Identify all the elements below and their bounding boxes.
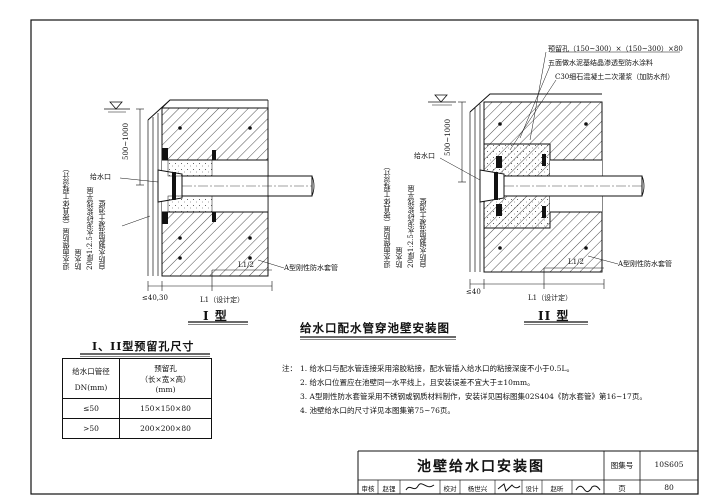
design-label: 设计: [525, 485, 539, 493]
review-label: 审核: [361, 485, 375, 493]
left-dim-l1-half: L1/2: [238, 261, 254, 269]
size-table-title-underline: [80, 353, 210, 357]
atlas-number: 10S605: [654, 460, 684, 469]
type-1-underline: [188, 321, 248, 325]
right-dim-vertical: 500~1000: [444, 118, 452, 156]
note-1: 1. 给水口与配水管连接采用溶胶粘接，配水管插入给水口的粘接深度不小于0.5L。: [300, 364, 574, 373]
water-level-icon: [104, 101, 130, 113]
size-table: 给水口管径 DN(mm) 预留孔 （长×宽×高） (mm) ≤50 150×15…: [62, 358, 212, 439]
review-name: 赵锂: [382, 485, 396, 493]
type-2-underline: [524, 321, 588, 325]
right-dim-gap: ≤40: [466, 288, 481, 296]
main-title-underline: [300, 336, 456, 340]
note-2: 2. 给水口位置应在池壁同一水平线上，且安装误差不宜大于±10mm。: [300, 378, 535, 387]
check-label: 校对: [443, 485, 457, 493]
left-inlet-label: 给水口: [90, 173, 111, 181]
right-layer-4: 自防水钢筋混凝土池壁: [419, 198, 427, 268]
right-layer-1: 迎水面做防层（按具体工程设计）: [383, 163, 391, 268]
right-inlet-label: 给水口: [414, 152, 435, 160]
notes-list: 1. 给水口与配水管连接采用溶胶粘接，配水管插入给水口的粘接深度不小于0.5L。…: [300, 362, 647, 418]
design-name: 赵昕: [550, 485, 564, 493]
type-1-caption: I 型: [203, 309, 228, 323]
left-sleeve-label: A型刚性防水套管: [284, 264, 339, 272]
right-callout-1: 预留孔（150~300）×（150~300）×80: [548, 45, 683, 53]
right-layer-2: 防水层: [395, 247, 403, 268]
size-table-header-hole: 预留孔 （长×宽×高） (mm): [119, 358, 212, 399]
table-row: >50 200×200×80: [62, 418, 212, 439]
right-callout-3: C30细石混凝土二次灌浆（加防水剂）: [555, 73, 675, 81]
right-callout-2: 五面做水泥基结晶渗透型防水涂料: [548, 59, 653, 67]
left-dim-gap: ≤40,30: [142, 294, 168, 302]
check-name: 杨世兴: [467, 485, 488, 493]
left-dim-l1: L1（设计定）: [200, 296, 245, 304]
notes-prefix: 注：: [282, 364, 297, 373]
right-layer-3: 20厚1:2.5水泥砂浆找平层: [407, 185, 415, 268]
size-table-title: I、II型预留孔尺寸: [92, 340, 195, 353]
right-sleeve-label: A型刚性防水套管: [618, 260, 673, 268]
right-dim-l1-half: L1/2: [568, 258, 584, 266]
note-3: 3. A型刚性防水套管采用不锈钢或钢质材料制作，安装详见国标图集02S404《防…: [300, 392, 647, 401]
page-label: 页: [618, 484, 626, 493]
water-level-icon-2: [428, 94, 456, 106]
size-table-header-dn: 给水口管径 DN(mm): [62, 358, 120, 399]
atlas-label: 图集号: [610, 461, 634, 470]
type-2-caption: II 型: [538, 309, 570, 323]
page-number: 80: [664, 483, 674, 492]
table-row: ≤50 150×150×80: [62, 398, 212, 419]
title-block-title: 池壁给水口安装图: [417, 459, 545, 475]
main-title: 给水口配水管穿池壁安装图: [300, 321, 450, 335]
note-4: 4. 池壁给水口的尺寸详见本图集第75~76页。: [300, 406, 455, 415]
check-signature: [497, 483, 521, 492]
review-signature: [405, 483, 435, 491]
design-signature: [575, 485, 601, 493]
right-dim-l1: L1（设计定）: [528, 294, 573, 302]
